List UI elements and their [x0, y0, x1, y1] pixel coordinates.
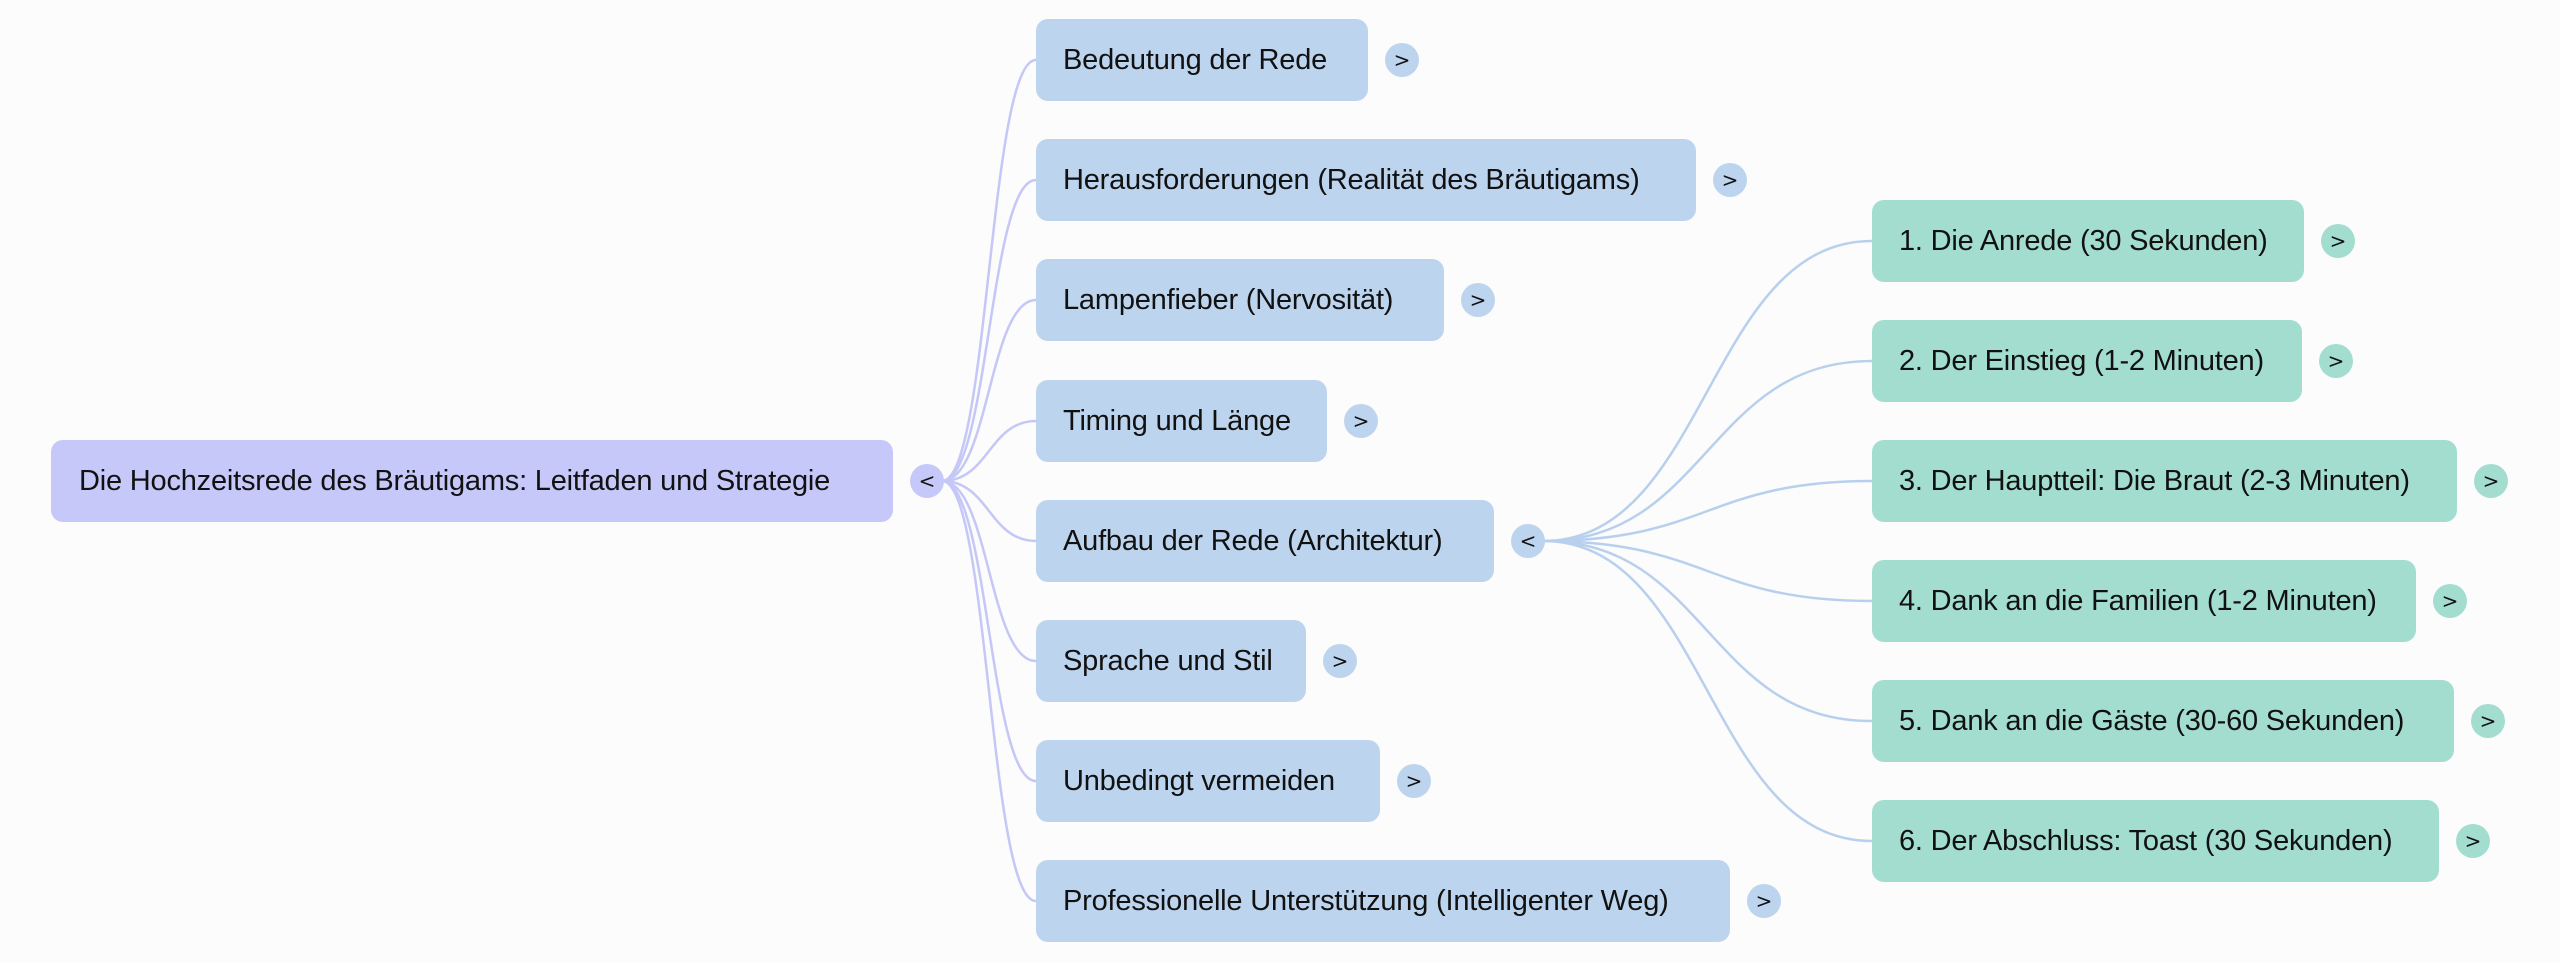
- connector-aufbau-to-child-1: [1542, 359, 1873, 543]
- toggle-glyph: >: [1755, 889, 1773, 913]
- mindmap-node-bedeutung[interactable]: Bedeutung der Rede: [1036, 19, 1368, 101]
- node-label: Professionelle Unterstützung (Intelligen…: [1063, 884, 1669, 917]
- expand-icon[interactable]: >: [1397, 764, 1431, 798]
- collapse-icon[interactable]: <: [1511, 524, 1545, 558]
- toggle-glyph: >: [1721, 168, 1739, 192]
- mindmap-node-sprache[interactable]: Sprache und Stil: [1036, 620, 1306, 702]
- connector-root-to-child-2: [941, 298, 1037, 483]
- expand-icon[interactable]: >: [2433, 584, 2467, 618]
- connector-root-to-child-0: [941, 58, 1037, 483]
- connector-aufbau-to-child-2: [1542, 479, 1873, 543]
- expand-icon[interactable]: >: [2474, 464, 2508, 498]
- toggle-glyph: >: [1469, 288, 1487, 312]
- mindmap-node-einstieg[interactable]: 2. Der Einstieg (1-2 Minuten): [1872, 320, 2302, 402]
- collapse-icon[interactable]: <: [910, 464, 944, 498]
- mindmap-root-node[interactable]: Die Hochzeitsrede des Bräutigams: Leitfa…: [51, 440, 893, 522]
- connector-aufbau-to-child-5: [1542, 539, 1873, 843]
- mindmap-node-anrede[interactable]: 1. Die Anrede (30 Sekunden): [1872, 200, 2304, 282]
- toggle-glyph: >: [2441, 589, 2459, 613]
- connector-aufbau-to-child-4: [1542, 539, 1873, 723]
- expand-icon[interactable]: >: [1747, 884, 1781, 918]
- toggle-glyph: <: [1519, 529, 1537, 553]
- expand-icon[interactable]: >: [2471, 704, 2505, 738]
- toggle-glyph: >: [1393, 48, 1411, 72]
- connector-root-to-child-7: [941, 479, 1037, 903]
- mindmap-node-abschluss[interactable]: 6. Der Abschluss: Toast (30 Sekunden): [1872, 800, 2439, 882]
- expand-icon[interactable]: >: [1713, 163, 1747, 197]
- connector-root-to-child-5: [941, 479, 1037, 663]
- connector-root-to-child-4: [941, 479, 1037, 543]
- node-label: Sprache und Stil: [1063, 644, 1273, 677]
- mindmap-node-hauptteil[interactable]: 3. Der Hauptteil: Die Braut (2-3 Minuten…: [1872, 440, 2457, 522]
- node-label: 4. Dank an die Familien (1-2 Minuten): [1899, 584, 2377, 617]
- expand-icon[interactable]: >: [1344, 404, 1378, 438]
- node-label: Die Hochzeitsrede des Bräutigams: Leitfa…: [79, 464, 831, 497]
- mindmap-node-timing[interactable]: Timing und Länge: [1036, 380, 1327, 462]
- connector-aufbau-to-child-0: [1542, 239, 1873, 543]
- node-label: Lampenfieber (Nervosität): [1063, 283, 1394, 316]
- node-label: 2. Der Einstieg (1-2 Minuten): [1899, 344, 2264, 377]
- node-label: 3. Der Hauptteil: Die Braut (2-3 Minuten…: [1899, 464, 2410, 497]
- toggle-glyph: >: [2329, 229, 2347, 253]
- mindmap-node-unterstuetzung[interactable]: Professionelle Unterstützung (Intelligen…: [1036, 860, 1730, 942]
- node-label: 5. Dank an die Gäste (30-60 Sekunden): [1899, 704, 2405, 737]
- toggle-glyph: >: [2327, 349, 2345, 373]
- mindmap-node-lampenfieber[interactable]: Lampenfieber (Nervosität): [1036, 259, 1444, 341]
- toggle-glyph: >: [1331, 649, 1349, 673]
- node-label: Aufbau der Rede (Architektur): [1063, 524, 1443, 557]
- toggle-glyph: <: [918, 469, 936, 493]
- connector-root-to-child-1: [941, 178, 1037, 483]
- node-label: Timing und Länge: [1063, 404, 1291, 437]
- expand-icon[interactable]: >: [2319, 344, 2353, 378]
- toggle-glyph: >: [2482, 469, 2500, 493]
- expand-icon[interactable]: >: [1461, 283, 1495, 317]
- toggle-glyph: >: [1405, 769, 1423, 793]
- mindmap-node-vermeiden[interactable]: Unbedingt vermeiden: [1036, 740, 1380, 822]
- mindmap-node-dank-gaeste[interactable]: 5. Dank an die Gäste (30-60 Sekunden): [1872, 680, 2454, 762]
- expand-icon[interactable]: >: [2321, 224, 2355, 258]
- node-label: 6. Der Abschluss: Toast (30 Sekunden): [1899, 824, 2393, 857]
- connector-aufbau-to-child-3: [1542, 539, 1873, 603]
- connector-root-to-child-3: [941, 419, 1037, 483]
- toggle-glyph: >: [2479, 709, 2497, 733]
- mindmap-node-dank-familien[interactable]: 4. Dank an die Familien (1-2 Minuten): [1872, 560, 2416, 642]
- node-label: Bedeutung der Rede: [1063, 43, 1328, 76]
- expand-icon[interactable]: >: [1323, 644, 1357, 678]
- node-label: 1. Die Anrede (30 Sekunden): [1899, 224, 2268, 257]
- toggle-glyph: >: [1352, 409, 1370, 433]
- expand-icon[interactable]: >: [2456, 824, 2490, 858]
- toggle-glyph: >: [2464, 829, 2482, 853]
- mindmap-node-herausforderungen[interactable]: Herausforderungen (Realität des Bräutiga…: [1036, 139, 1696, 221]
- node-label: Unbedingt vermeiden: [1063, 764, 1335, 797]
- node-label: Herausforderungen (Realität des Bräutiga…: [1063, 163, 1640, 196]
- connector-root-to-child-6: [941, 479, 1037, 783]
- mindmap-node-aufbau[interactable]: Aufbau der Rede (Architektur): [1036, 500, 1494, 582]
- expand-icon[interactable]: >: [1385, 43, 1419, 77]
